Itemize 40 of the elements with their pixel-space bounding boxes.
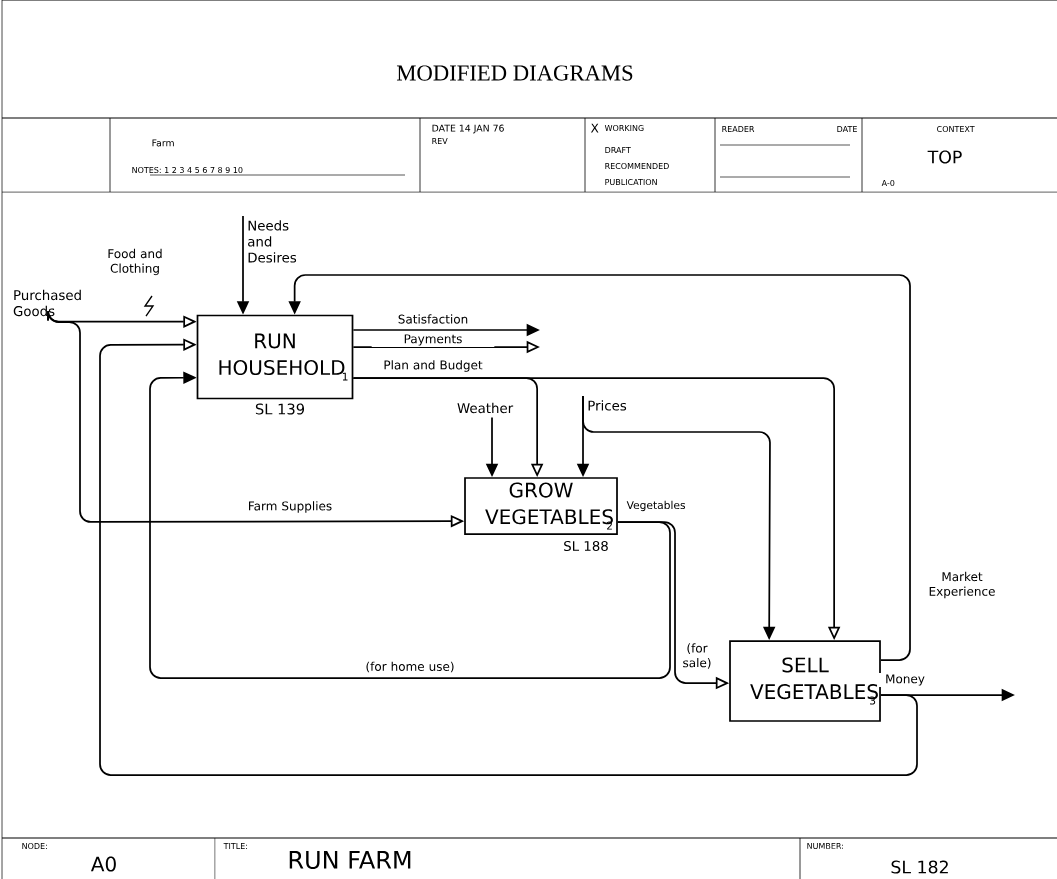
form-field: TITLE: — [223, 843, 247, 849]
form-field: READER — [722, 126, 755, 132]
form-field: A0 — [90, 856, 116, 872]
edge-label: Market Experience — [929, 571, 995, 599]
form-field: DATE — [837, 126, 857, 132]
flow-label: Purchased Goods — [13, 289, 81, 317]
form-field: DRAFT — [605, 147, 631, 153]
form-field: CONTEXT — [937, 126, 975, 132]
form-field: A-0 — [881, 180, 895, 186]
edge-label: Plan and Budget — [384, 360, 483, 372]
edge-label: Satisfaction — [398, 314, 468, 324]
edge-label: Food and Clothing — [108, 248, 162, 276]
reference-label: SL 139 — [255, 403, 304, 415]
form-field: PUBLICATION — [605, 179, 657, 185]
flow-label: Needs and Desires — [248, 220, 297, 263]
form-field: NOTES: 1 2 3 4 5 6 7 8 9 10 — [132, 167, 243, 173]
form-field: RECOMMENDED — [605, 163, 669, 169]
edge-label: (for sale) — [683, 643, 711, 669]
form-field: RUN FARM — [289, 851, 411, 869]
edge-label: Farm Supplies — [249, 501, 332, 513]
edge-label: Money — [886, 674, 925, 686]
flow-label: Weather — [457, 402, 514, 414]
form-field: WORKING — [604, 125, 644, 131]
form-field: DATE 14 JAN 76 — [432, 124, 504, 134]
arrow — [288, 274, 911, 661]
flow-label: Vegetables — [626, 500, 686, 512]
arrow — [149, 371, 671, 679]
form-field: Farm — [152, 139, 174, 147]
flow-label: Prices — [588, 400, 627, 411]
form-field: TOP — [927, 150, 962, 164]
title: MODIFIED DIAGRAMS — [396, 65, 633, 81]
checkbox-mark: X — [590, 123, 599, 133]
form-field: SL 182 — [891, 860, 948, 874]
arrow — [99, 338, 918, 776]
edge-label: Payments — [404, 334, 462, 346]
edge-label: (for home use) — [366, 661, 454, 673]
form-field: REV — [432, 138, 448, 144]
form-field: NUMBER: — [807, 843, 843, 849]
reference-label: SL 188 — [564, 540, 608, 552]
form-field: NODE: — [22, 843, 47, 850]
